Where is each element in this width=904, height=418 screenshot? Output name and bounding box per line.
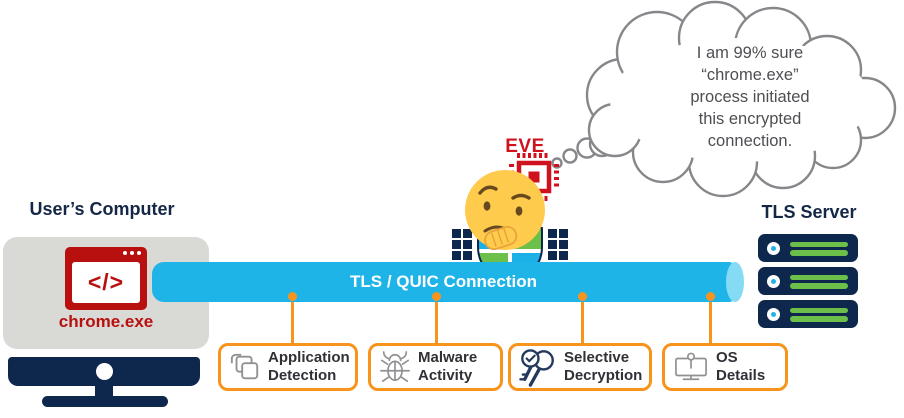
server-led-icon [767,307,780,321]
thought-line: connection. [707,132,793,150]
connector-dot [431,292,441,301]
feature-selective-decryption: Selective Decryption [508,343,652,391]
feature-label-line: Malware [418,348,478,366]
server-bar [790,274,848,280]
bug-icon [380,351,410,382]
thought-line: this encrypted [698,110,802,128]
server-unit [758,234,858,262]
connector-line [708,299,712,344]
feature-os-details: OS Details [662,343,788,391]
feature-application-detection: Application Detection [218,343,358,391]
thought-line: I am 99% sure [696,44,804,62]
tls-quic-pipe [152,262,735,302]
pipe-label: TLS / QUIC Connection [350,272,537,291]
monitor-base [42,396,168,407]
thought-line: process initiated [690,88,810,106]
process-name-label: chrome.exe [58,312,154,331]
feature-malware-activity: Malware Activity [368,343,503,391]
connector-line [434,299,438,344]
eve-label: EVE [505,136,545,157]
feature-label-line: Activity [418,367,473,384]
server-unit [758,267,858,295]
connector-line [290,299,294,344]
thinking-emoji [465,170,545,251]
server-bar [790,307,848,313]
browser-dots-icon [123,251,141,255]
server-led-icon [767,274,780,288]
thought-line: “chrome.exe” [701,66,799,84]
os-monitor-icon [675,352,707,381]
server-unit [758,300,858,328]
server-bar [790,283,848,289]
user-computer-title: User’s Computer [29,199,175,219]
copies-icon [230,353,259,380]
server-bar [790,241,848,247]
connector-dot [577,292,587,301]
browser-window-icon: </> [65,247,147,310]
monitor-stand [95,385,113,398]
feature-label-line: Details [716,367,766,384]
pipe-end-cap [726,262,744,302]
feature-label-line: OS [716,348,738,366]
feature-label-line: Detection [268,367,337,384]
thought-bubble-cloud [551,0,897,198]
connector-dot [705,292,715,301]
connector-dot [287,292,297,301]
code-glyph: </> [87,269,125,295]
server-bar [790,250,848,256]
keys-icon [519,349,554,387]
server-led-icon [767,241,780,255]
server-bar [790,316,848,322]
browser-content: </> [72,262,140,303]
connector-line [580,299,584,344]
tls-server-title: TLS Server [761,202,857,222]
feature-label-line: Selective [564,348,630,366]
monitor-camera-dot [96,363,113,380]
feature-label-line: Application [268,348,350,366]
thought-bubble-text: I am 99% sure “chrome.exe” process initi… [645,42,855,152]
feature-label-line: Decryption [564,367,643,384]
